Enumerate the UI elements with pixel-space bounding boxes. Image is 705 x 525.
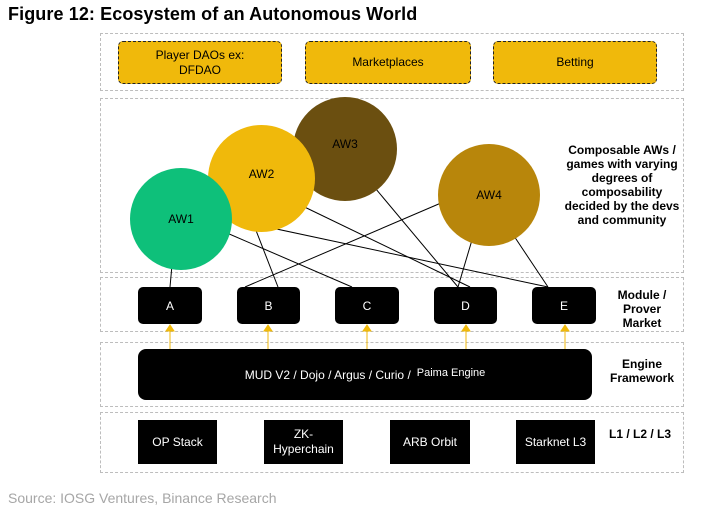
- module-b: B: [237, 287, 300, 324]
- l1-arb-orbit: ARB Orbit: [390, 420, 470, 464]
- band-module: [100, 277, 684, 332]
- l1-zk-hyperchain: ZK- Hyperchain: [264, 420, 343, 464]
- module-c: C: [335, 287, 399, 324]
- link-aw4-e: [509, 229, 549, 288]
- figure-title: Figure 12: Ecosystem of an Autonomous Wo…: [8, 4, 418, 24]
- module-e: E: [532, 287, 596, 324]
- circle-aw1: AW1: [130, 168, 232, 270]
- link-aw2-d: [289, 199, 471, 288]
- aw-description: Composable AWs / games with varying degr…: [564, 143, 680, 227]
- link-aw1-e: [224, 217, 549, 288]
- box-betting: Betting: [493, 41, 657, 84]
- box-marketplaces: Marketplaces: [305, 41, 471, 84]
- engine-text: MUD V2 / Dojo / Argus / Curio /: [244, 367, 411, 382]
- arrow-a-head: [165, 324, 175, 332]
- circle-aw4: AW4: [438, 144, 540, 246]
- link-aw4-b: [244, 199, 449, 288]
- l1-op-stack: OP Stack: [138, 420, 217, 464]
- arrow-c-head: [362, 324, 372, 332]
- band-top: [100, 33, 684, 91]
- band-engine: [100, 342, 684, 407]
- link-aw4-d: [457, 239, 473, 288]
- link-aw1-c: [219, 229, 353, 288]
- band-aw: [100, 98, 684, 273]
- engine-text-2: Paima Engine: [416, 366, 486, 379]
- module-a: A: [138, 287, 202, 324]
- source-note: Source: IOSG Ventures, Binance Research: [8, 490, 277, 506]
- module-d: D: [434, 287, 497, 324]
- engine-label: Engine Framework: [609, 357, 675, 385]
- band-l1: [100, 412, 684, 473]
- arrow-b-head: [263, 324, 273, 332]
- engine-framework-box: MUD V2 / Dojo / Argus / Curio / Paima En…: [138, 349, 592, 400]
- arrow-d-head: [461, 324, 471, 332]
- l1-starknet-l3: Starknet L3: [516, 420, 595, 464]
- box-player-daos: Player DAOs ex: DFDAO: [118, 41, 282, 84]
- l1-label: L1 / L2 / L3: [608, 427, 671, 441]
- module-label: Module / Prover Market: [617, 288, 667, 330]
- arrow-e-head: [560, 324, 570, 332]
